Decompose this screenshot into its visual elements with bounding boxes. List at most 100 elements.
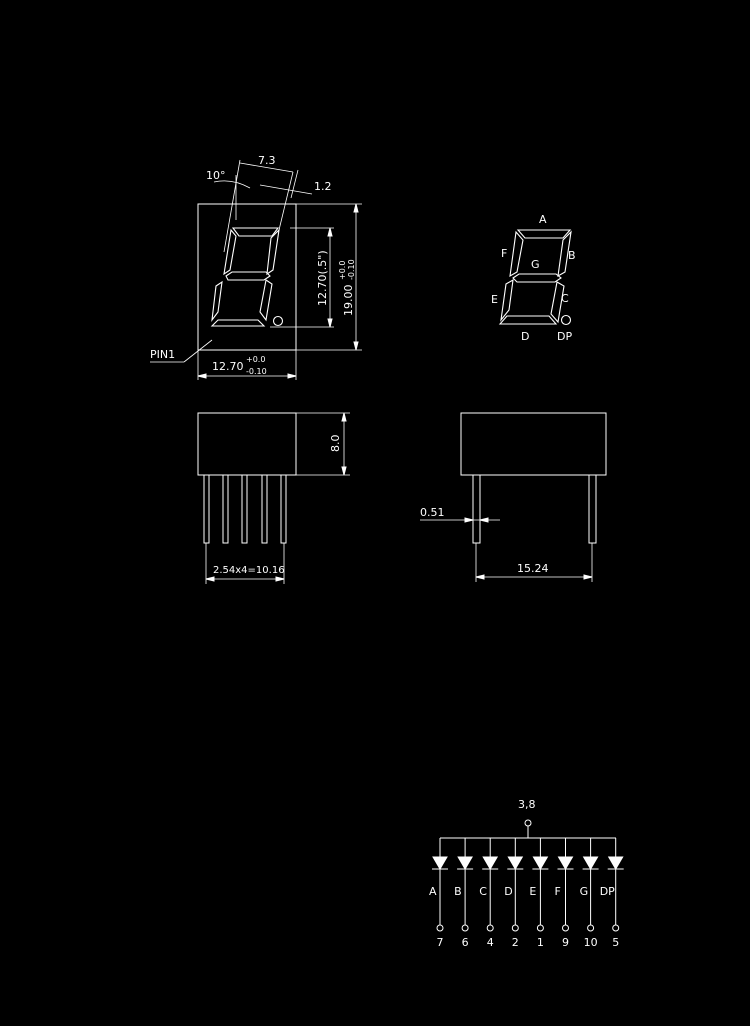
pin-number: 6 [462, 936, 469, 949]
arrow [275, 576, 285, 582]
segment-pin-terminal [562, 924, 569, 932]
label-e: E [491, 293, 498, 306]
pin1-leader [183, 339, 213, 363]
front-segment-b [266, 228, 280, 276]
segment-label-f: F [555, 885, 561, 898]
diode-symbol [607, 856, 624, 870]
dim-digit-height: 12.70(.5") [316, 250, 329, 306]
segment-pin-terminal [536, 924, 544, 932]
side-pin [222, 474, 229, 544]
arrow [353, 203, 359, 213]
pin-number: 9 [562, 936, 569, 949]
end-pin-left [472, 474, 481, 544]
arrow [197, 373, 207, 379]
common-pins-label: 3,8 [518, 798, 536, 811]
display-body-outline [197, 203, 297, 351]
side-body-outline [197, 412, 297, 476]
diode-array: A 7 B 6 C 4 D 2 E 1 F 9 G 10 DP 5 [429, 838, 624, 949]
slant-line-outer [290, 169, 299, 199]
arrow [353, 341, 359, 351]
end-body-outline [460, 412, 607, 476]
front-digit [210, 227, 284, 327]
arrow [287, 373, 297, 379]
arrow [479, 517, 489, 523]
segment-pin-terminal [587, 924, 595, 932]
dim-body-width: 12.70 [212, 360, 244, 373]
segment-label-e: E [529, 885, 536, 898]
pin-number: 2 [512, 936, 519, 949]
side-pin [203, 474, 210, 544]
dim-row-spacing: 15.24 [517, 562, 549, 575]
arrow [327, 318, 333, 328]
segment-g [512, 273, 562, 283]
segment-label-a: A [429, 885, 437, 898]
dim-line-digit-width [239, 162, 294, 173]
dim-pin-diameter: 0.51 [420, 506, 445, 519]
label-d: D [521, 330, 529, 343]
label-f: F [501, 247, 507, 260]
side-pin [280, 474, 287, 544]
segment-c [550, 281, 565, 324]
segment-label-g: G [580, 885, 589, 898]
arrow [341, 466, 347, 476]
arrow [475, 574, 485, 580]
dim-body-width-tol-minus: -0.10 [246, 367, 267, 376]
diode-symbol [557, 856, 574, 870]
common-pin-terminal [524, 819, 532, 827]
front-segment-f [223, 228, 237, 276]
diode-symbol [507, 856, 524, 870]
segment-label-dp: DP [600, 885, 615, 898]
segment-pin-terminal [511, 924, 519, 932]
label-a: A [539, 213, 547, 226]
segment-pin-terminal [612, 924, 620, 932]
segment-dp [560, 314, 572, 326]
label-dp: DP [557, 330, 572, 343]
diode-symbol [582, 856, 599, 870]
slant-line-left [223, 159, 241, 253]
dim-body-height: 19.00 [342, 285, 355, 317]
arrow [205, 576, 215, 582]
pin-number: 7 [437, 936, 444, 949]
segment-pin-terminal [486, 924, 494, 932]
dim-body-height-tol-plus: +0.0 [338, 261, 347, 280]
arrow [583, 574, 593, 580]
dim-arc-angle [213, 180, 251, 189]
pin-number: 1 [537, 936, 544, 949]
diode-symbol [482, 856, 499, 870]
segment-map: A B C D E F G DP [491, 213, 576, 343]
label-c: C [561, 292, 569, 305]
segment-f [509, 230, 524, 278]
label-b: B [568, 249, 576, 262]
dim-digit-width: 7.3 [258, 154, 276, 167]
pin-number: 10 [584, 936, 598, 949]
front-segment-d [210, 319, 266, 327]
dim-pin-pitch: 2.54x4=10.16 [213, 565, 285, 576]
side-pin [241, 474, 248, 544]
segment-label-b: B [454, 885, 462, 898]
front-segment-a [231, 227, 280, 237]
arrow [464, 517, 474, 523]
side-pin [261, 474, 268, 544]
dim-body-height-tol-minus: -0.10 [347, 259, 356, 280]
diode-symbol [432, 856, 448, 870]
dim-line-segment-width [259, 184, 313, 195]
segment-pin-terminal [436, 924, 444, 932]
dim-segment-width: 1.2 [314, 180, 332, 193]
schematic: 3,8 A 7 B 6 C 4 D 2 E 1 F 9 G 10 DP 5 [429, 798, 624, 949]
segment-pin-terminal [461, 924, 469, 932]
side-view: 8.0 2.54x4=10.16 [197, 412, 350, 584]
dim-angle: 10° [206, 169, 226, 182]
pin-number: 4 [487, 936, 494, 949]
pin-number: 5 [612, 936, 619, 949]
dim-side-height: 8.0 [329, 435, 342, 453]
end-pin-right [588, 474, 597, 544]
arrow [327, 227, 333, 237]
segment-label-d: D [504, 885, 512, 898]
slant-line-right [278, 171, 294, 231]
side-pins [203, 474, 287, 544]
end-view: 0.51 15.24 [420, 412, 607, 582]
segment-a [516, 229, 572, 239]
segment-e [500, 278, 514, 322]
segment-label-c: C [479, 885, 487, 898]
